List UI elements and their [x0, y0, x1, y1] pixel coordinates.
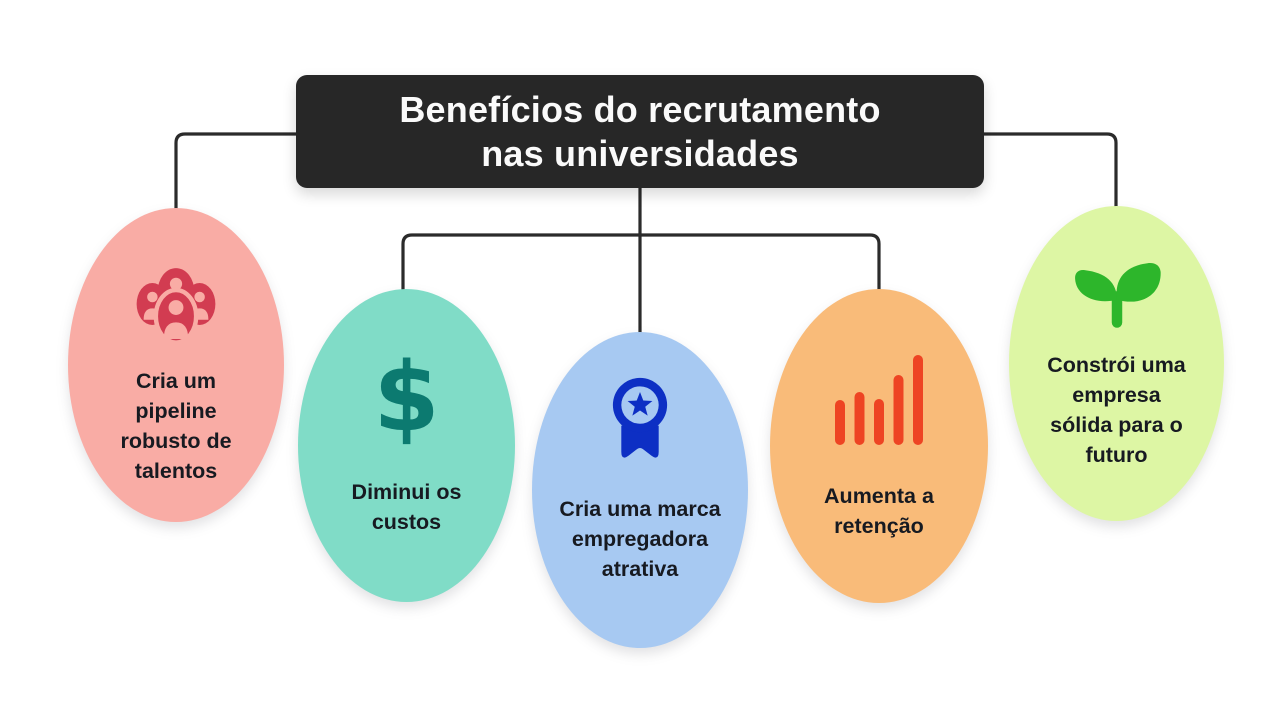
benefit-label-custos: Diminui os custos [351, 480, 462, 534]
connector-left [174, 132, 296, 212]
benefit-label-retencao: Aumenta a retenção [824, 484, 934, 538]
diagram-title: Benefícios do recrutamento nas universid… [296, 75, 984, 188]
benefit-label-pipeline: Cria um pipeline robusto de talentos [120, 369, 232, 483]
dollar-sign-icon: $ [373, 343, 440, 453]
award-badge-icon [610, 377, 670, 463]
people-group-icon [132, 262, 220, 346]
benefit-node-marca: Cria uma marca empregadora atrativa [532, 332, 748, 648]
bar-chart-icon [835, 353, 923, 445]
connector-crossbar [401, 233, 881, 292]
benefit-node-custos: $ Diminui os custos [298, 289, 515, 602]
benefit-label-futuro: Constrói uma empresa sólida para o futur… [1047, 353, 1186, 467]
benefit-node-futuro: Constrói uma empresa sólida para o futur… [1009, 206, 1224, 521]
benefit-node-retencao: Aumenta a retenção [770, 289, 988, 603]
seedling-icon [1069, 256, 1165, 328]
connector-right [984, 132, 1118, 210]
benefit-node-pipeline: Cria um pipeline robusto de talentos [68, 208, 284, 522]
benefit-label-marca: Cria uma marca empregadora atrativa [559, 497, 721, 581]
